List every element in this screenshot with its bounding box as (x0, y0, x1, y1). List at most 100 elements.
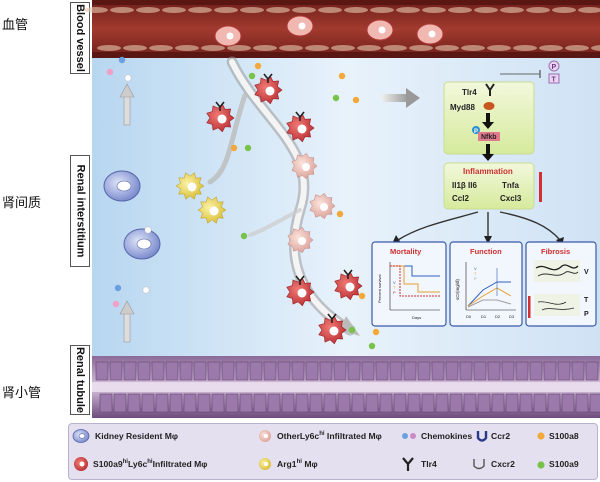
renal-tubule (92, 356, 600, 418)
cxcr2-icon (473, 459, 485, 470)
cytokine-il1b-il6: Il1β Il6 (452, 181, 477, 190)
chemokine-icon (402, 433, 408, 439)
s100a8-icon (537, 432, 545, 440)
red-macrophage (286, 111, 315, 143)
molecule-dot (118, 56, 126, 64)
mortality-ylabel: Percent survival (377, 274, 382, 303)
cytokine-ccl2: Ccl2 (452, 194, 469, 203)
myd88-label: Myd88 (450, 103, 475, 112)
mortality-title: Mortality (390, 247, 422, 256)
svg-text:T: T (552, 77, 557, 84)
svg-text:P: P (474, 129, 478, 135)
legend-other-ly6c: OtherLy6chi Infiltrated Mφ (277, 431, 382, 441)
other-ly6c-mphi-icon (259, 430, 271, 442)
svg-text:P: P (584, 311, 589, 318)
legend-arg1: Arg1hi Mφ (277, 459, 318, 469)
right-arrow-icon (382, 88, 420, 108)
svg-text:D3: D3 (509, 314, 515, 319)
legend-s100a9: S100a9 (549, 459, 579, 469)
yellow-macrophage (175, 172, 205, 200)
molecule-dot (144, 226, 152, 234)
up-arrow-icon (119, 300, 135, 343)
tlr4-label: Tlr4 (462, 88, 477, 97)
legend-cxcr2: Cxcr2 (491, 459, 515, 469)
up-arrow-icon (119, 83, 135, 126)
molecule-dot (240, 232, 248, 240)
nfkb-label: Nfkb (481, 134, 497, 141)
label-interstitium-cn: 肾间质 (2, 196, 42, 211)
arg1-mphi-icon (259, 458, 271, 470)
kidney-resident-mphi-icon (72, 429, 90, 443)
molecule-dot (336, 210, 344, 218)
inflammation-title: Inflammation (463, 167, 513, 176)
molecule-dot (124, 74, 132, 82)
svg-text:V: V (584, 269, 589, 276)
red-macrophage (334, 269, 363, 301)
s100a9-icon (537, 461, 545, 469)
blue-macrophage (123, 228, 161, 260)
s100a9-ly6c-mphi-icon (74, 457, 88, 471)
svg-text:V: V (474, 266, 477, 271)
molecule-dot (348, 326, 356, 334)
svg-text:D0: D0 (466, 314, 472, 319)
fibrosis-panel: Fibrosis V T P (525, 241, 597, 327)
molecule-dot (358, 292, 366, 300)
svg-text:P: P (552, 64, 557, 71)
legend-icons (72, 429, 545, 471)
molecule-dot (368, 342, 376, 350)
chemokine-icon (410, 433, 416, 439)
molecule-dot (106, 68, 114, 76)
legend-ccr2: Ccr2 (491, 431, 511, 441)
molecule-dot (372, 328, 380, 336)
svg-text:T: T (584, 297, 589, 304)
legend-kidney-resident: Kidney Resident Mφ (95, 431, 179, 441)
molecule-dot (142, 286, 150, 294)
molecule-dot (254, 62, 262, 70)
label-renal-tubule: Renal tubule (70, 345, 90, 415)
legend-chemokines: Chemokines (421, 431, 473, 441)
nfkb-box (478, 132, 500, 141)
molecule-dot (230, 144, 238, 152)
fibrosis-title: Fibrosis (541, 247, 570, 256)
cytokine-cxcl3: Cxcl3 (500, 194, 522, 203)
svg-text:V: V (393, 280, 396, 285)
svg-text:P: P (393, 290, 396, 295)
ccr2-icon (476, 431, 488, 442)
molecule-dot (352, 96, 360, 104)
pink-macrophage (309, 192, 336, 220)
label-renal-interstitium: Renal interstitium (70, 155, 90, 267)
legend-tlr4: Tlr4 (421, 459, 437, 469)
svg-text:T: T (474, 271, 477, 276)
t-square-icon (548, 73, 560, 84)
mortality-xlabel: Days (412, 315, 421, 320)
legend-s100a8: S100a8 (549, 431, 579, 441)
tlr4-receptor-icon (485, 83, 495, 96)
blue-macrophage (103, 170, 141, 202)
red-macrophage (254, 73, 283, 105)
decrease-bar (528, 296, 531, 318)
legend-s100a9-ly6c: S100a9hiLy6chiInfiltrated Mφ (93, 459, 208, 469)
red-macrophage (318, 313, 347, 345)
function-ylabel: sCr(mg/dl) (455, 278, 460, 300)
label-blood-vessel: Blood vessel (70, 2, 90, 74)
yellow-macrophage (197, 196, 227, 224)
red-macrophage (286, 275, 315, 307)
svg-text:D2: D2 (495, 314, 501, 319)
label-tubule-cn: 肾小管 (2, 386, 42, 401)
cytokine-tnfa: Tnfa (502, 181, 519, 190)
svg-text:D1: D1 (481, 314, 487, 319)
myd88-node (483, 102, 495, 110)
red-macrophage (206, 101, 235, 133)
inflammation-box: Inflammation Il1β Il6 Tnfa Ccl2 Cxcl3 (443, 162, 542, 210)
blood-vessel (84, 0, 600, 58)
pink-macrophage (291, 152, 318, 180)
tlr4-icon (402, 457, 414, 471)
mortality-panel: Mortality Percent survival Days V T P (371, 241, 447, 327)
function-title: Function (470, 247, 502, 256)
molecule-dot (338, 72, 346, 80)
label-blood-vessel-cn: 血管 (2, 18, 29, 33)
function-panel: Function sCr(mg/dl) D0 D1 D2 D3 V T P (449, 241, 523, 327)
legend: Kidney Resident Mφ OtherLy6chi Infiltrat… (68, 423, 598, 480)
svg-text:P: P (474, 276, 477, 281)
